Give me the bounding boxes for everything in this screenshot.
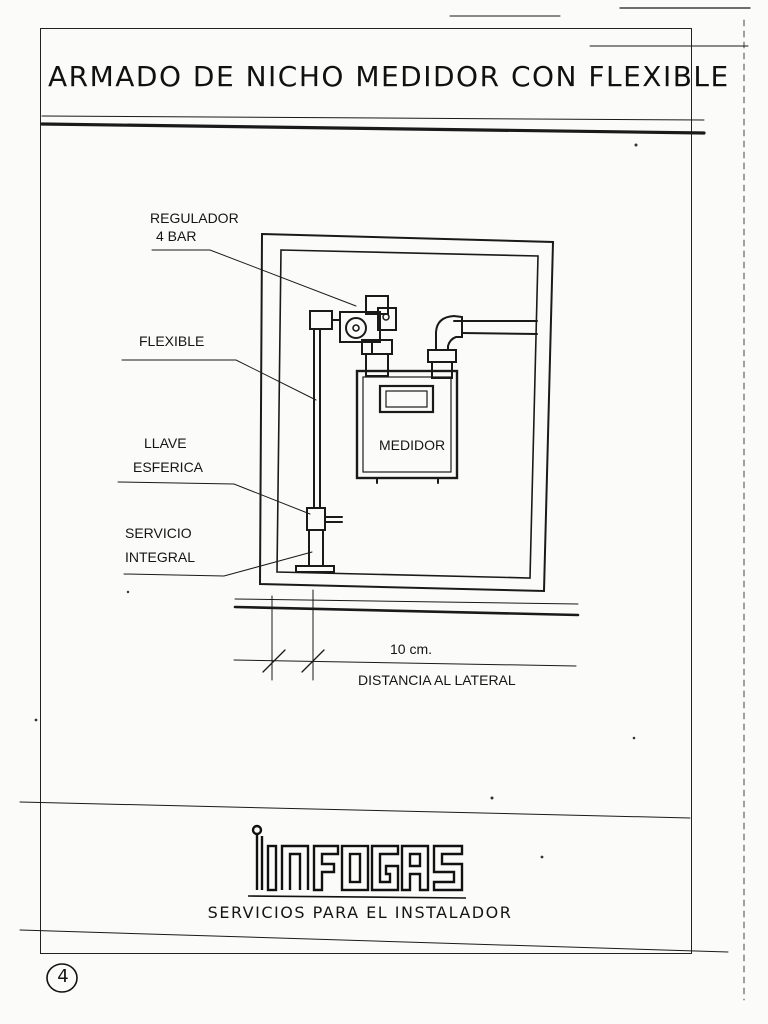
scan-speck xyxy=(632,736,636,740)
ground-line xyxy=(234,598,579,605)
leader-servicio xyxy=(123,551,313,577)
label-regulador: REGULADOR 4 BAR xyxy=(150,207,239,247)
logo-letter-i xyxy=(266,844,278,892)
page-mark-circle xyxy=(46,963,78,993)
regulator-dial xyxy=(345,317,367,339)
regulator-body xyxy=(339,311,381,343)
outlet-pipe xyxy=(453,320,538,335)
label-servicio-line1: SERVICIO xyxy=(125,525,192,541)
regulator-vent xyxy=(382,313,390,321)
outlet-elbow xyxy=(435,314,463,351)
regulator-inlet xyxy=(309,310,333,330)
scan-speck xyxy=(34,718,38,722)
meter-body xyxy=(355,369,459,480)
scan-speck xyxy=(490,796,494,800)
infogas-logo xyxy=(247,824,467,899)
dimension-tick xyxy=(301,649,325,673)
logo-letter-g xyxy=(370,844,400,892)
footer-subtitle: SERVICIOS PARA EL INSTALADOR xyxy=(207,903,513,922)
meter-fitting-left-nut xyxy=(365,353,389,377)
title-rule xyxy=(40,122,706,135)
label-regulador-line2: 4 BAR xyxy=(156,228,197,244)
leader-llave xyxy=(117,481,311,515)
scan-speck xyxy=(540,855,544,859)
logo-letter-o-inner xyxy=(348,852,362,884)
logo-letter-f xyxy=(312,844,340,892)
scan-speck xyxy=(126,590,130,594)
dimension-line xyxy=(233,659,577,667)
label-flexible: FLEXIBLE xyxy=(139,333,205,349)
meter-body-inner xyxy=(362,376,452,473)
niche-outer xyxy=(258,232,555,593)
dimension-tick xyxy=(262,649,286,673)
ball-valve xyxy=(306,507,326,531)
footer-rule xyxy=(19,801,691,819)
page-mark: 4 xyxy=(57,966,69,987)
label-llave-line2: ESFERICA xyxy=(133,459,204,475)
logo-underline xyxy=(247,895,467,899)
ground-line xyxy=(233,605,580,617)
logo-letter-a xyxy=(400,844,430,892)
logo-torch-flame xyxy=(251,824,263,836)
leader-flexible xyxy=(121,359,317,401)
meter-window xyxy=(378,384,435,414)
niche-inner xyxy=(276,249,539,579)
meter-window-inner xyxy=(385,390,428,408)
logo-letter-s xyxy=(432,844,464,892)
label-servicio: SERVICIO INTEGRAL xyxy=(125,522,195,568)
leader-regulador xyxy=(151,249,357,307)
service-riser xyxy=(308,529,324,567)
title-rule xyxy=(41,115,705,121)
label-distancia: DISTANCIA AL LATERAL xyxy=(358,672,516,688)
page-frame xyxy=(40,28,692,954)
footer-rule-bottom xyxy=(19,929,729,953)
page-title: ARMADO DE NICHO MEDIDOR CON FLEXIBLE xyxy=(48,60,730,93)
scan-speck xyxy=(634,143,638,147)
label-llave: LLAVE ESFERICA xyxy=(133,432,203,478)
label-servicio-line2: INTEGRAL xyxy=(125,549,196,565)
logo-letter-n xyxy=(280,844,310,890)
label-dimension: 10 cm. xyxy=(390,641,433,657)
label-llave-line1: LLAVE xyxy=(144,435,187,451)
meter-fitting-right xyxy=(427,349,457,363)
regulator-side xyxy=(377,307,397,331)
label-medidor: MEDIDOR xyxy=(379,437,446,453)
regulator-dial-center xyxy=(352,324,360,332)
label-regulador-line1: REGULADOR xyxy=(150,210,239,226)
service-base xyxy=(295,565,335,573)
logo-letter-o xyxy=(340,844,370,892)
